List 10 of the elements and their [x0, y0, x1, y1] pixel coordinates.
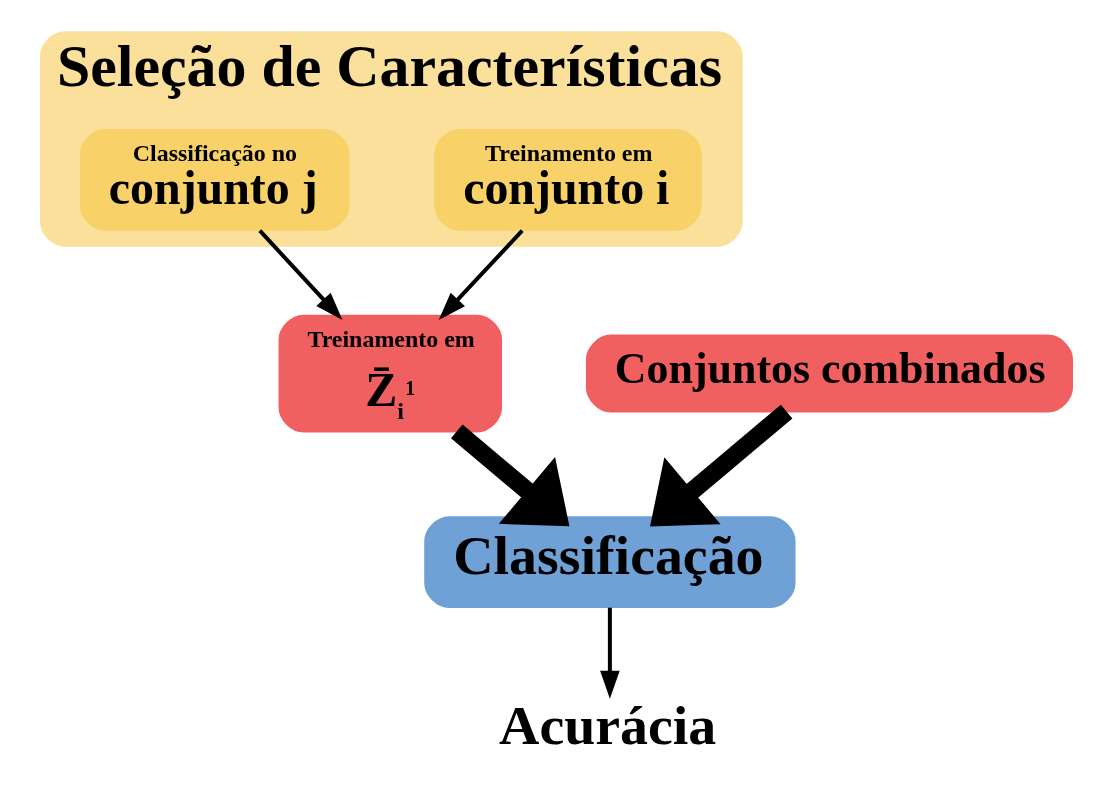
node-box: Classificação no conjunto j	[79, 129, 350, 231]
arrow	[600, 607, 620, 699]
node-text: Acurácia	[499, 693, 717, 756]
node-box: Conjuntos combinados	[585, 334, 1073, 413]
arrow	[258, 229, 343, 320]
node-box: Treinamento em conjunto i	[434, 129, 702, 231]
node-box: Classificação	[424, 516, 796, 609]
arrow	[650, 404, 793, 527]
arrow	[451, 424, 570, 527]
arrow	[438, 229, 524, 320]
